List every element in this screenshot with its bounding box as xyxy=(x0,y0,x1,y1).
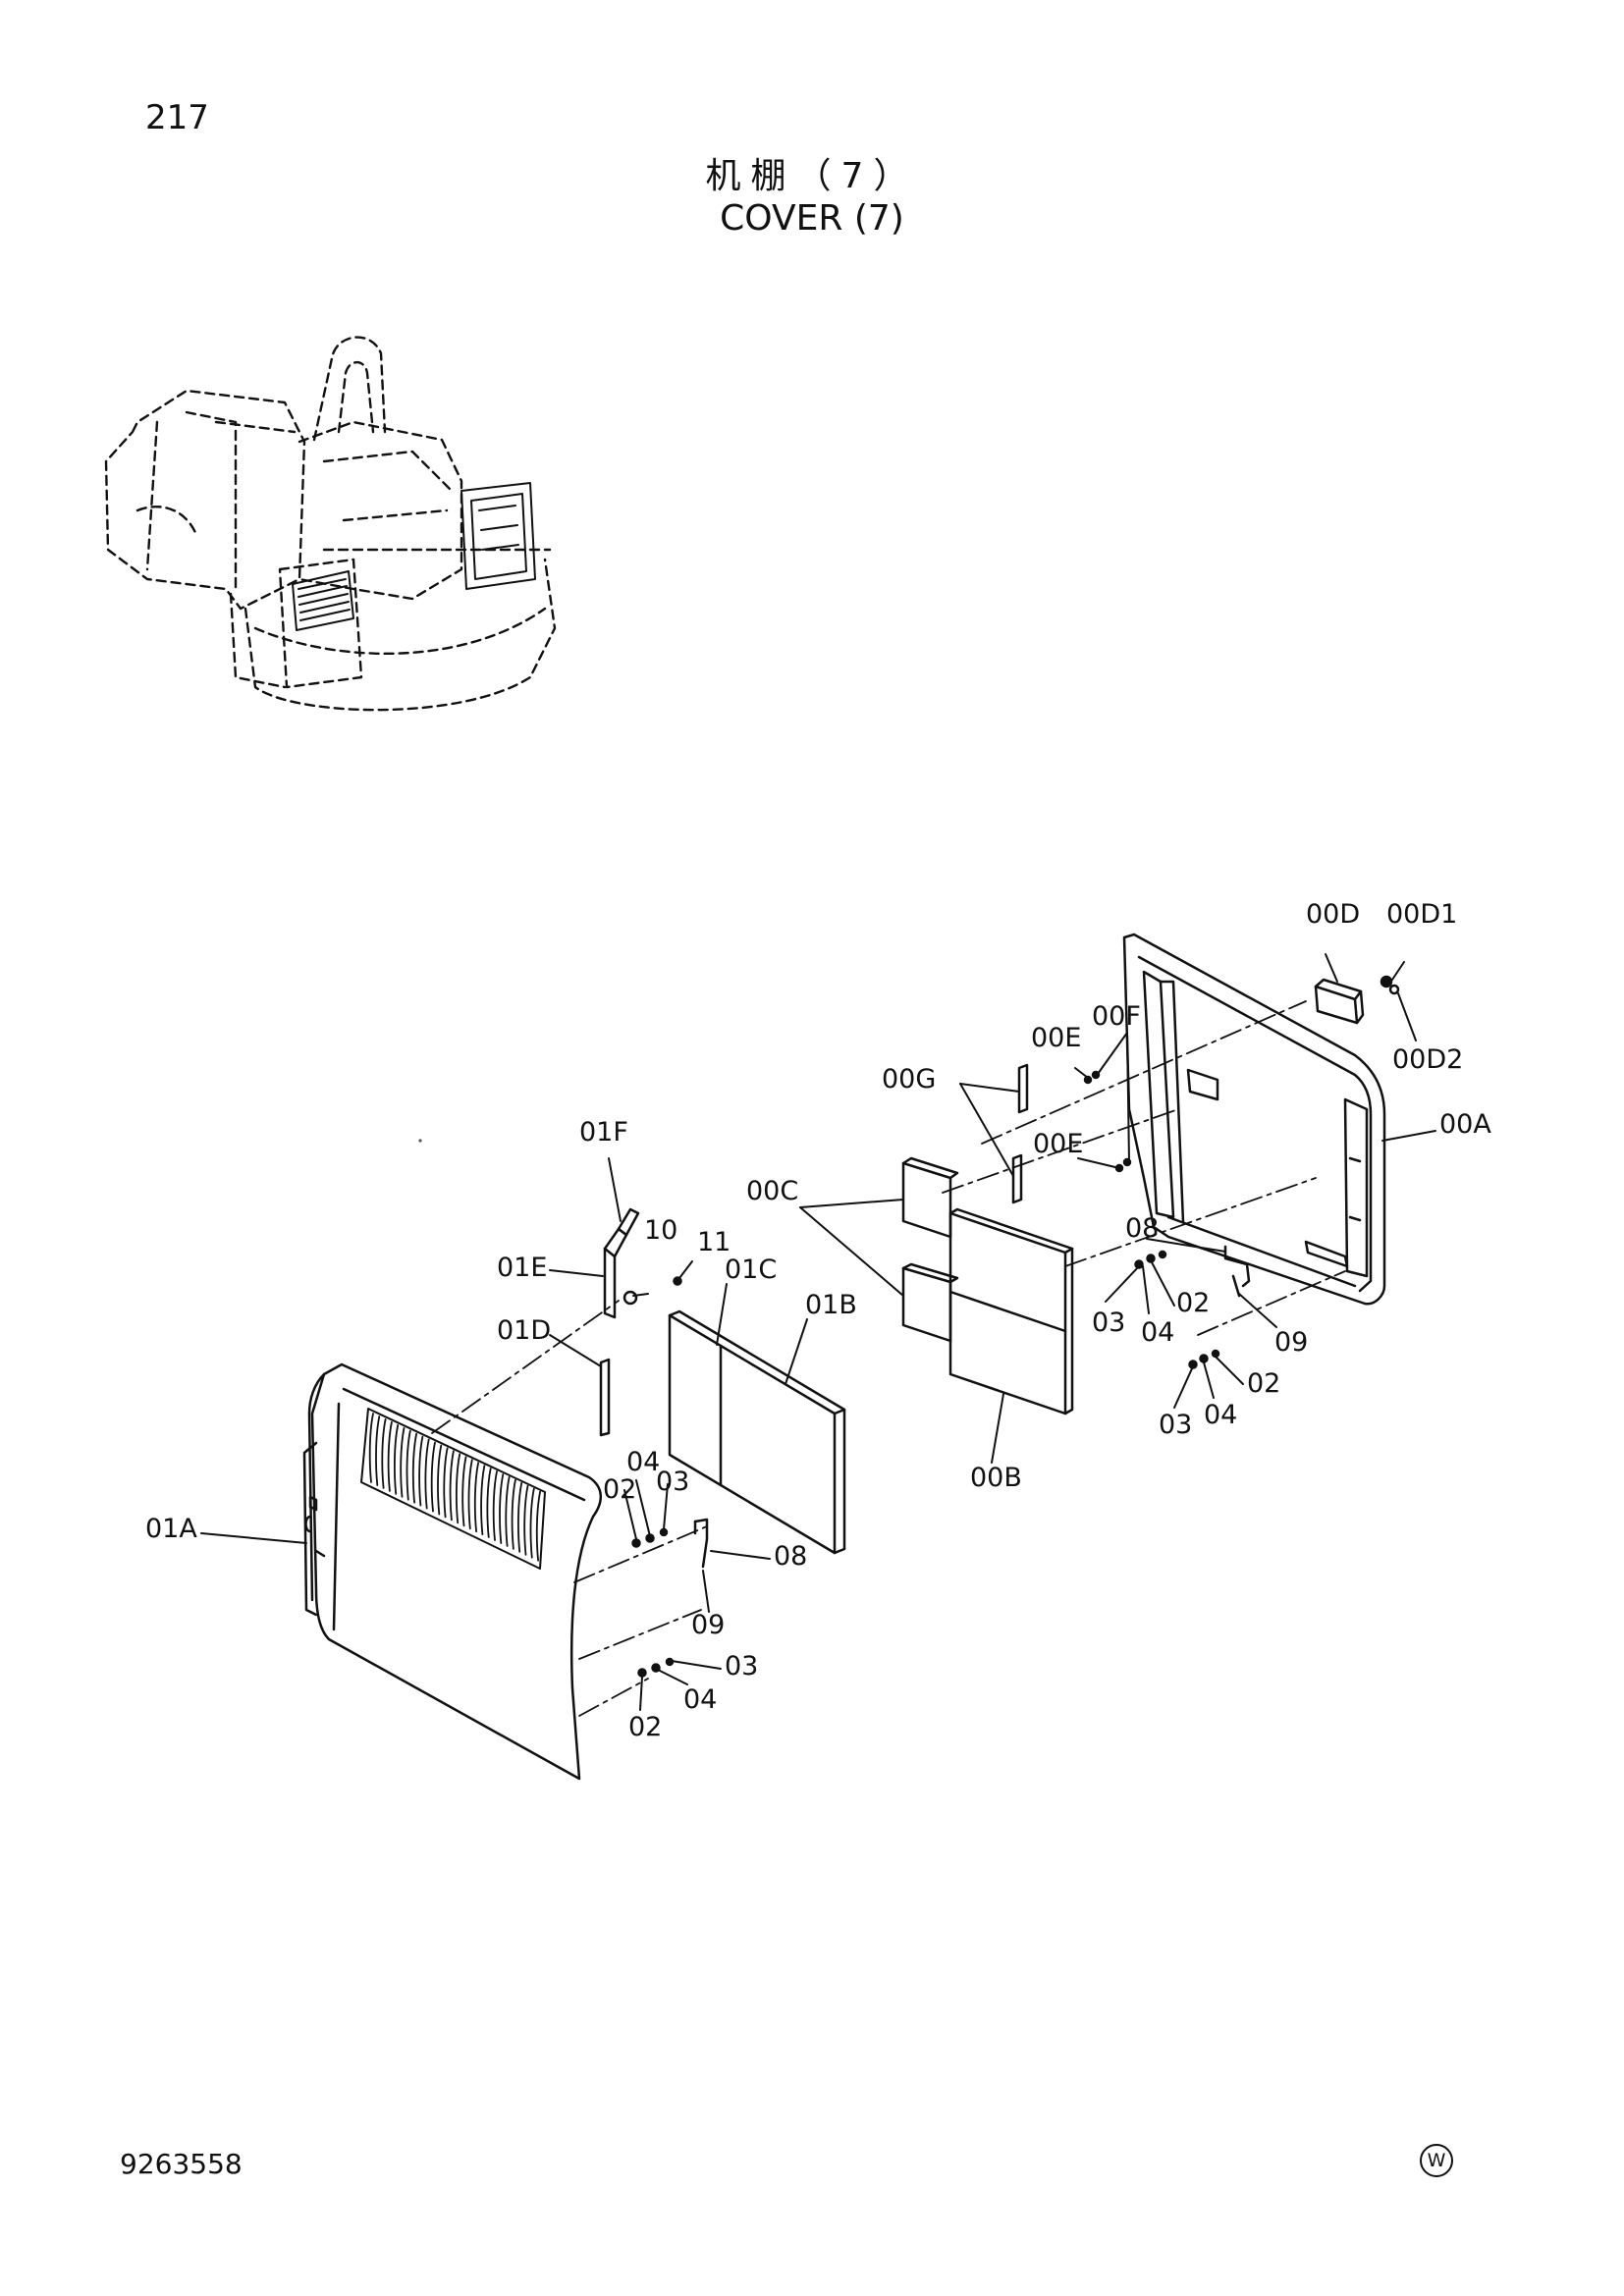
callout-02: 02 xyxy=(1247,1368,1280,1399)
title-english: COVER (7) xyxy=(720,198,904,239)
w-mark-badge: W xyxy=(1420,2144,1453,2177)
part-10-clip xyxy=(623,1290,638,1306)
leader-lines xyxy=(200,953,1436,1711)
part-00G-seals xyxy=(1011,1063,1029,1204)
callout-03: 03 xyxy=(725,1651,758,1682)
callout-01b: 01B xyxy=(805,1290,857,1320)
part-01D-seal xyxy=(599,1358,611,1437)
callout-00g: 00G xyxy=(882,1064,936,1095)
document-number: 9263558 xyxy=(120,2148,243,2180)
part-01A-cover xyxy=(302,1362,602,1781)
overview-highlighted-parts xyxy=(292,482,536,631)
part-00D-bracket xyxy=(1314,978,1365,1025)
callout-02: 02 xyxy=(603,1474,636,1505)
overview-machine-sketch xyxy=(104,336,557,712)
assembly-centerlines xyxy=(431,1000,1346,1717)
part-01A-grille xyxy=(360,1408,546,1570)
part-01F-seal xyxy=(603,1207,640,1319)
callout-labels: 00D 00D1 00D2 00E 00F 00G 00E 00A 01F 00C 10 11 01E 0… xyxy=(145,899,1491,1742)
callout-04: 04 xyxy=(626,1447,660,1477)
callout-09: 09 xyxy=(1274,1327,1308,1358)
callout-08: 08 xyxy=(1125,1213,1159,1244)
callout-02: 02 xyxy=(1176,1288,1210,1318)
part-00D2-washer xyxy=(1388,984,1400,995)
callout-00d2: 00D2 xyxy=(1392,1044,1463,1075)
callout-01e: 01E xyxy=(497,1253,547,1283)
callout-04: 04 xyxy=(683,1684,717,1715)
callout-00e: 00E xyxy=(1031,1023,1081,1053)
left-hardware xyxy=(631,1518,709,1678)
callout-04: 04 xyxy=(1141,1317,1174,1348)
callout-01f: 01F xyxy=(579,1117,628,1148)
callout-00e: 00E xyxy=(1033,1129,1083,1159)
callout-11: 11 xyxy=(697,1227,731,1257)
callout-04: 04 xyxy=(1204,1400,1237,1430)
callout-00f: 00F xyxy=(1092,1001,1141,1032)
callout-00c: 00C xyxy=(746,1176,798,1206)
callout-01a: 01A xyxy=(145,1514,197,1544)
stray-dot xyxy=(418,1139,422,1143)
callout-10: 10 xyxy=(644,1215,677,1246)
callout-00d1: 00D1 xyxy=(1386,899,1457,930)
callout-00d: 00D xyxy=(1306,899,1360,930)
part-01B-01C-panel xyxy=(668,1309,846,1555)
part-00D1-bolt xyxy=(1380,975,1393,988)
callout-01c: 01C xyxy=(725,1255,777,1285)
page-number: 217 xyxy=(145,98,209,137)
callout-08: 08 xyxy=(774,1541,807,1572)
part-11-rivet xyxy=(673,1276,682,1286)
title-chinese: 机棚（7） xyxy=(705,156,919,196)
part-00B-panel xyxy=(948,1207,1074,1415)
callout-00a: 00A xyxy=(1439,1109,1491,1140)
callout-00b: 00B xyxy=(970,1463,1022,1493)
callout-02: 02 xyxy=(628,1712,662,1742)
callout-03: 03 xyxy=(1092,1308,1125,1338)
callout-09: 09 xyxy=(691,1610,725,1640)
part-00A-door xyxy=(1122,933,1386,1306)
part-01A-louvres xyxy=(368,1413,541,1562)
callout-01d: 01D xyxy=(497,1315,551,1346)
callout-03: 03 xyxy=(1159,1410,1192,1440)
callout-03: 03 xyxy=(656,1467,689,1497)
